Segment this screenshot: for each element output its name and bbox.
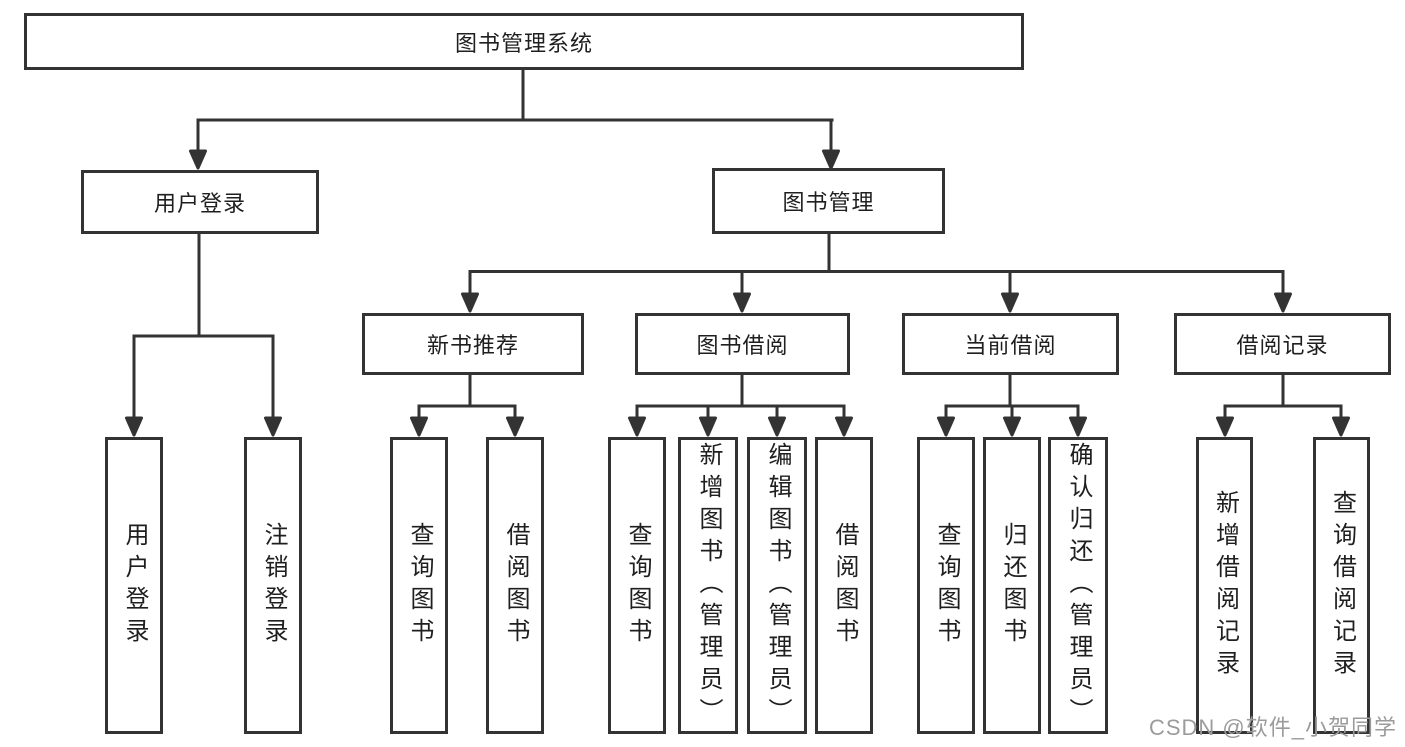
- leaf-user-login-label: 用户登录: [121, 521, 148, 650]
- leaf-logout-label: 注销登录: [260, 521, 287, 650]
- node-user-login: 用户登录: [81, 170, 319, 234]
- leaf-return-books: 归还图书: [983, 437, 1041, 734]
- node-current-borrowing: 当前借阅: [902, 313, 1119, 375]
- leaf-borrow-books: 借阅图书: [815, 437, 873, 734]
- leaf-query-books-recommend: 查询图书: [390, 437, 448, 734]
- leaf-borrow-books-label: 借阅图书: [831, 521, 858, 650]
- node-user-login-label: 用户登录: [153, 191, 246, 216]
- node-book-borrowing: 图书借阅: [635, 313, 850, 375]
- node-root: 图书管理系统: [24, 13, 1024, 70]
- leaf-confirm-return-admin-label: 确认归还（管理员）: [1065, 441, 1092, 730]
- node-book-borrowing-label: 图书借阅: [696, 333, 789, 358]
- leaf-add-borrow-record: 新增借阅记录: [1196, 437, 1253, 734]
- leaf-add-books-admin: 新增图书（管理员）: [678, 437, 738, 734]
- node-new-book-recommendation: 新书推荐: [362, 313, 584, 375]
- leaf-return-books-label: 归还图书: [999, 521, 1026, 650]
- leaf-query-books-current: 查询图书: [917, 437, 975, 734]
- csdn-watermark: CSDN @软件_小贺同学: [1148, 715, 1397, 740]
- node-book-management-label: 图书管理: [782, 190, 875, 215]
- node-borrowing-records: 借阅记录: [1174, 313, 1391, 375]
- leaf-query-borrow-record: 查询借阅记录: [1313, 437, 1370, 734]
- leaf-borrow-books-recommend-label: 借阅图书: [502, 521, 529, 650]
- node-borrowing-records-label: 借阅记录: [1236, 333, 1329, 358]
- leaf-query-borrow-record-label: 查询借阅记录: [1328, 489, 1356, 682]
- leaf-edit-books-admin-label: 编辑图书（管理员）: [764, 441, 791, 730]
- node-current-borrowing-label: 当前借阅: [964, 333, 1057, 358]
- leaf-edit-books-admin: 编辑图书（管理员）: [747, 437, 807, 734]
- node-book-management: 图书管理: [712, 168, 945, 234]
- leaf-query-books-borrow-label: 查询图书: [624, 521, 651, 650]
- leaf-add-books-admin-label: 新增图书（管理员）: [695, 441, 722, 730]
- node-new-book-recommendation-label: 新书推荐: [426, 333, 519, 358]
- leaf-user-login: 用户登录: [105, 437, 163, 734]
- leaf-query-books-current-label: 查询图书: [933, 521, 960, 650]
- leaf-logout: 注销登录: [244, 437, 302, 734]
- leaf-confirm-return-admin: 确认归还（管理员）: [1048, 437, 1108, 734]
- node-root-label: 图书管理系统: [454, 30, 593, 56]
- leaf-add-borrow-record-label: 新增借阅记录: [1211, 489, 1239, 682]
- leaf-query-books-recommend-label: 查询图书: [406, 521, 433, 650]
- leaf-query-books-borrow: 查询图书: [608, 437, 666, 734]
- leaf-borrow-books-recommend: 借阅图书: [486, 437, 544, 734]
